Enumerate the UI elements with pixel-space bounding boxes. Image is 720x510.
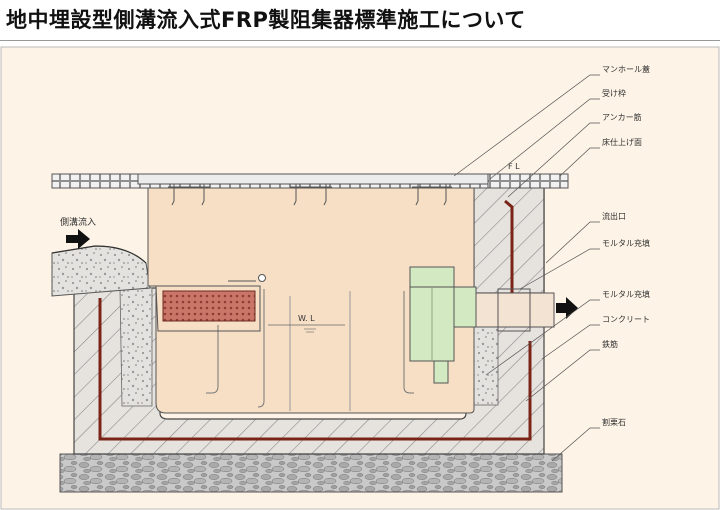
mortar-fill-left (119, 287, 153, 407)
outlet-drop-pipe (433, 360, 449, 384)
floor-slab (487, 173, 569, 189)
callout-floor-finish: 床仕上げ面 (602, 137, 642, 147)
outflow-arrow (556, 297, 578, 319)
partition-left (206, 325, 219, 394)
callout-crushed-stone: 割栗石 (602, 417, 626, 427)
callout-outlet: 流出口 (602, 211, 626, 221)
basket-handle-ring (258, 274, 266, 282)
partition-middle (257, 289, 265, 408)
floor-level-label: F L (508, 162, 520, 171)
outlet-pipe-sleeve (497, 288, 531, 332)
crushed-stone-layer (59, 453, 563, 493)
outlet-pipe (475, 292, 555, 328)
callout-receiving-frame: 受け枠 (602, 88, 626, 98)
manhole-cover (137, 173, 489, 185)
anchor-bolt-3 (412, 184, 452, 206)
anchor-bolt-2 (290, 184, 332, 206)
callout-mortar-fill-1: モルタル充填 (602, 238, 650, 248)
title-divider (0, 40, 720, 41)
page-title: 地中埋設型側溝流入式FRP製阻集器標準施工について (6, 8, 526, 32)
rebar-line-right (504, 199, 514, 306)
callout-anchor-bar: アンカー筋 (602, 112, 642, 122)
callout-mortar-fill-2: モルタル充填 (602, 289, 650, 299)
rebar-line (98, 298, 532, 441)
basket-tray (155, 285, 261, 332)
screen-basket (162, 290, 256, 322)
inflow-label: 側溝流入 (60, 216, 96, 228)
outlet-elbow (453, 286, 477, 328)
inflow-arrow (66, 229, 90, 249)
leader-lines (453, 74, 600, 462)
gutter-top-edge (51, 245, 147, 264)
installation-diagram: W. L 側溝流入 F L マンホール蓋 (0, 46, 720, 510)
frp-tank (147, 185, 475, 414)
callout-concrete: コンクリート (602, 315, 650, 324)
outlet-fitting-upper (409, 266, 455, 288)
callout-rebar: 鉄筋 (602, 339, 618, 349)
callout-manhole-cover: マンホール蓋 (602, 64, 650, 74)
water-level-label: W. L (298, 314, 315, 323)
anchor-bolt-1 (168, 184, 210, 206)
right-wall-block (473, 180, 545, 294)
partition-right (403, 291, 414, 394)
